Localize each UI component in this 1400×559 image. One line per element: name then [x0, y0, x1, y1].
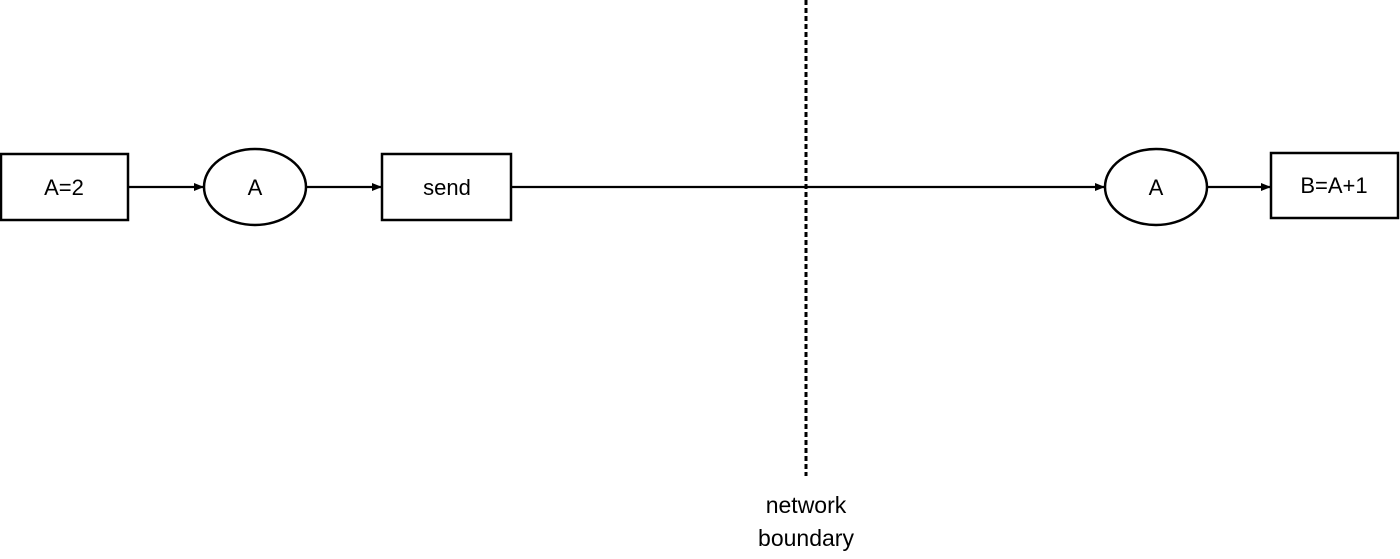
node-a-local: A: [202, 147, 308, 227]
node-b-assign: B=A+1: [1269, 151, 1400, 220]
node-send: send: [380, 152, 513, 222]
node-b-assign-label: B=A+1: [1300, 173, 1367, 198]
node-send-label: send: [423, 175, 471, 200]
node-a-assign-label: A=2: [44, 175, 84, 200]
node-a-local-label: A: [248, 175, 263, 200]
boundary-label-line1: network: [766, 492, 847, 518]
node-a-assign: A=2: [0, 152, 130, 222]
boundary-label-line2: boundary: [758, 525, 854, 551]
node-a-remote: A: [1103, 147, 1209, 227]
node-a-remote-label: A: [1149, 175, 1164, 200]
